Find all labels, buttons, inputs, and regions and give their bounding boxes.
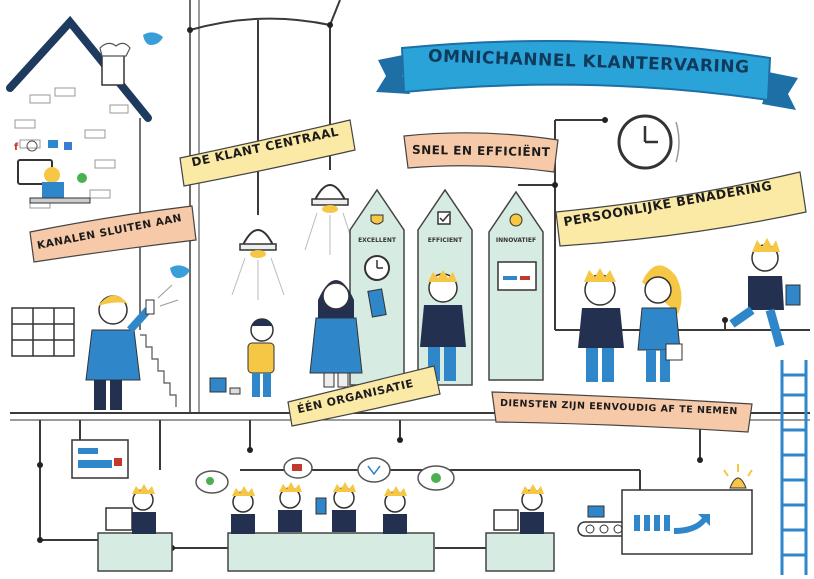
stairs xyxy=(140,334,177,407)
person-man-right xyxy=(578,268,624,382)
trophy-icon xyxy=(370,214,384,225)
social-icons: f xyxy=(14,140,87,183)
clock-icon xyxy=(617,114,680,170)
team-members xyxy=(231,482,407,534)
desk-right xyxy=(485,484,605,572)
window-grid xyxy=(11,307,75,357)
lightbulb-icon xyxy=(509,213,523,227)
screen-panel xyxy=(71,439,129,479)
tower-label: EXCELLENT xyxy=(358,237,397,244)
ladder-icon xyxy=(780,360,808,575)
laptop-icon xyxy=(17,159,91,204)
envelope-icon xyxy=(587,505,605,518)
tower-innovatief xyxy=(488,190,544,381)
toy-icon xyxy=(209,377,241,395)
conveyor-icon xyxy=(577,489,753,555)
person-woman xyxy=(309,280,387,388)
tower-label: INNOVATIEF xyxy=(496,237,536,244)
person-running xyxy=(729,238,801,348)
banner-kanalen xyxy=(29,205,197,263)
tower-label: EFFICIENT xyxy=(428,237,463,244)
person-waving xyxy=(85,284,179,410)
thought-bubbles xyxy=(195,457,455,494)
svg-text:f: f xyxy=(14,142,19,153)
person-woman-right xyxy=(637,265,683,382)
banner-snel-efficient xyxy=(403,132,559,173)
person-man-center xyxy=(420,270,466,381)
person-child xyxy=(247,318,275,397)
desk-center xyxy=(227,532,435,572)
bird-icon xyxy=(143,32,190,278)
lamp-icon xyxy=(231,229,285,300)
phone-icon xyxy=(145,299,155,315)
banner-persoonlijke xyxy=(555,171,807,247)
tower-excellent xyxy=(349,188,405,386)
siren-icon xyxy=(723,464,753,489)
checkbox-icon xyxy=(437,211,451,225)
banner-diensten xyxy=(491,391,753,433)
title-banner xyxy=(376,39,798,110)
lamp-icon xyxy=(304,184,356,255)
banner-klant-centraal xyxy=(179,119,356,187)
desk-left xyxy=(97,484,173,572)
snel-efficient-text: SNEL EN EFFICIËNT xyxy=(411,142,551,160)
banner-een-organisatie xyxy=(287,365,441,427)
